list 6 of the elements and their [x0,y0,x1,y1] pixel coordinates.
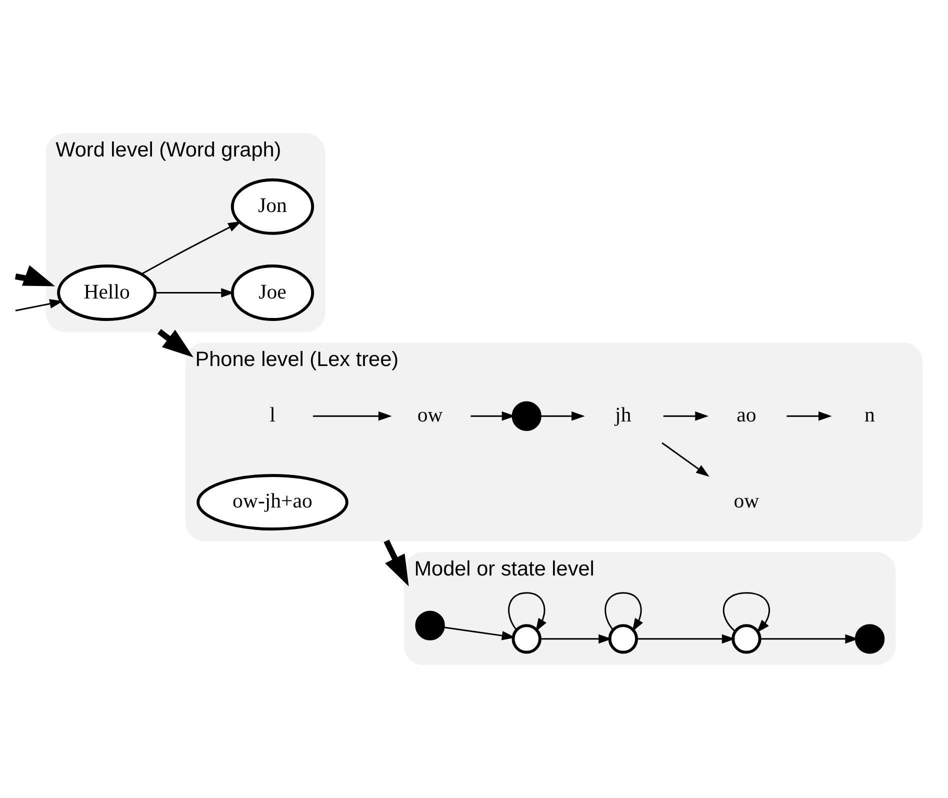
node-text: ow [417,404,443,427]
node-text: ow [734,490,760,513]
node-text: jh [615,404,632,427]
node-text: n [864,404,875,427]
node-text: ao [736,404,756,427]
node-text: l [270,404,276,427]
